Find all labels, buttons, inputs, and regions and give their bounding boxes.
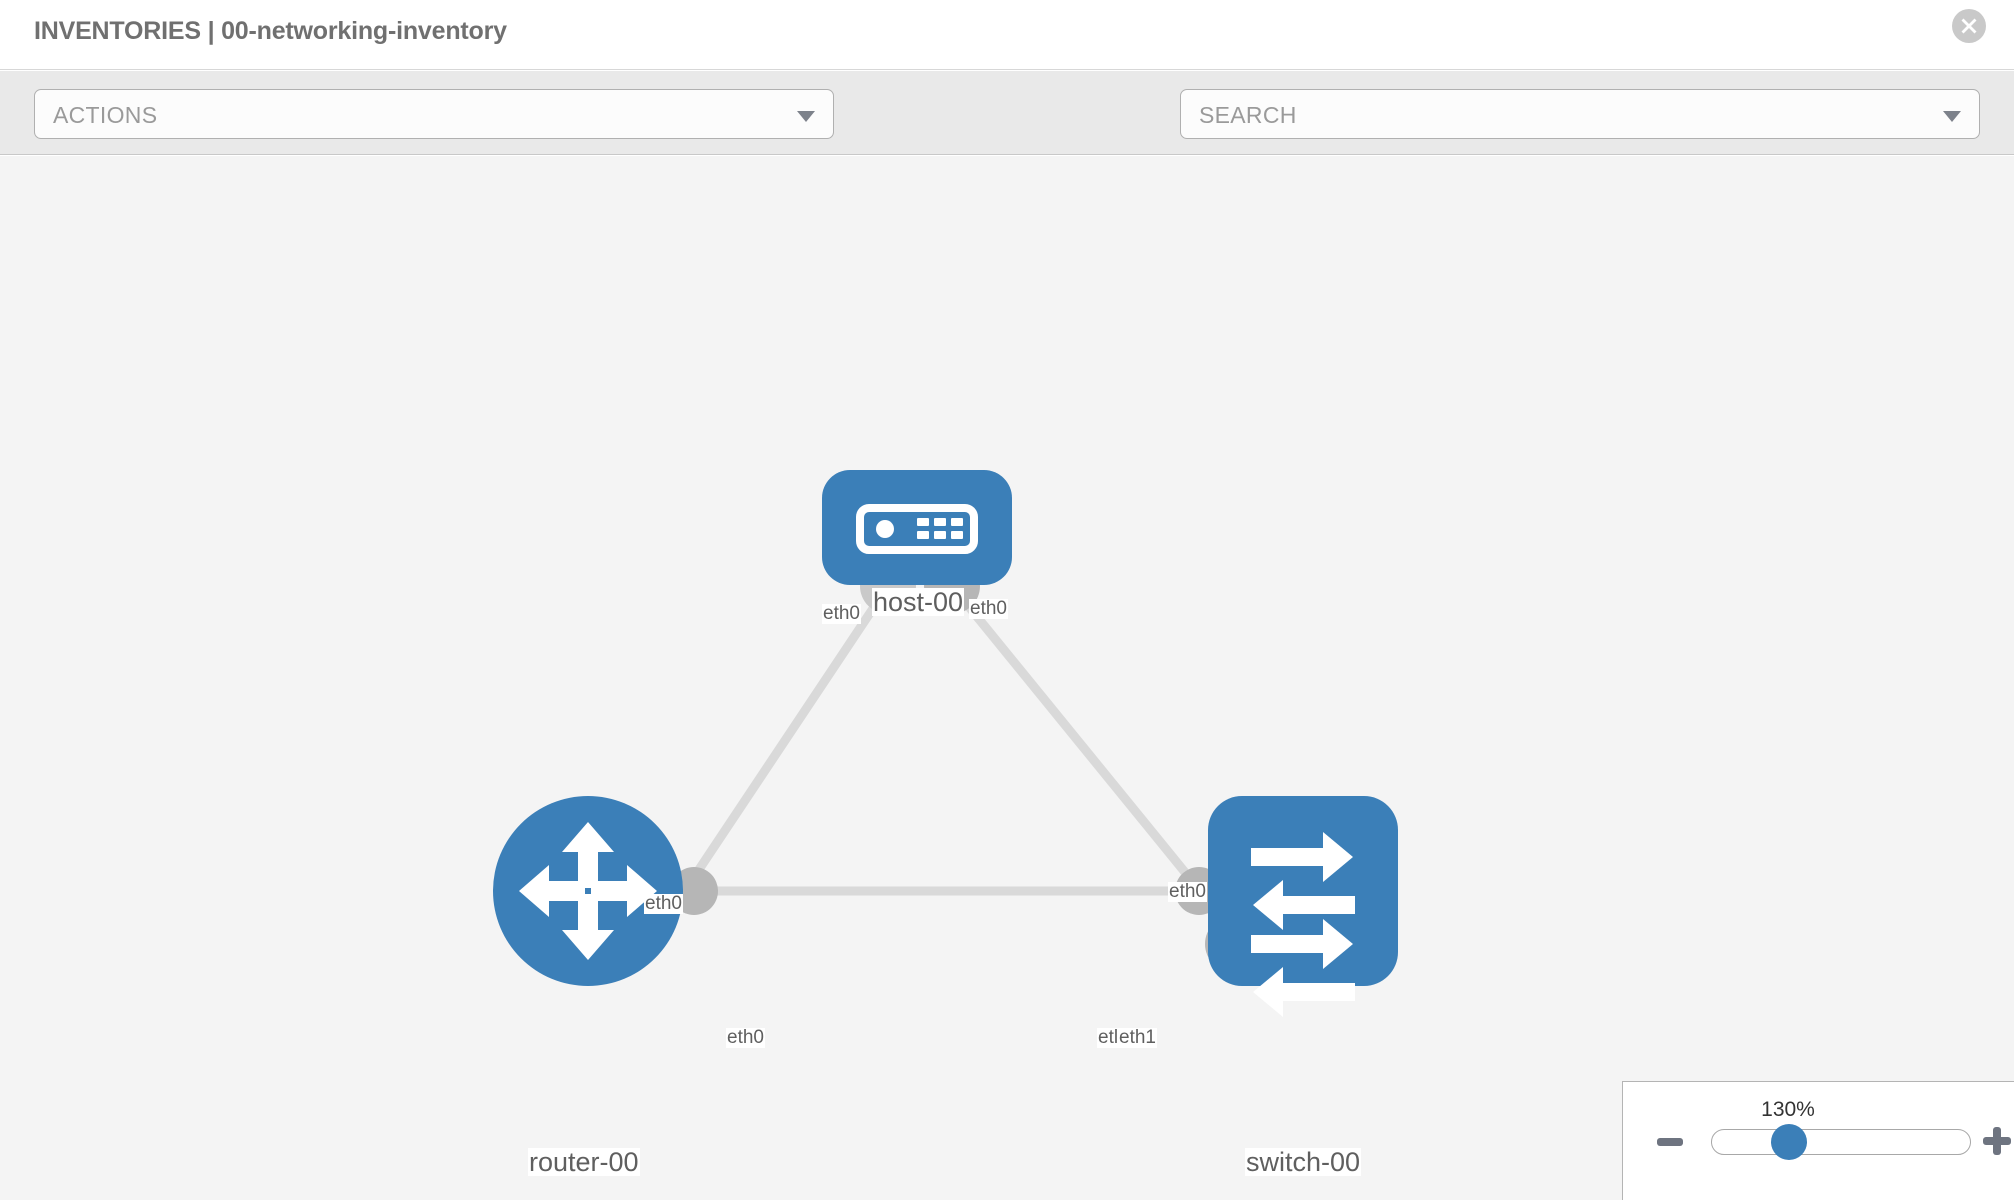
node-switch-00[interactable] — [1208, 796, 1398, 1017]
node-label-router-00: router-00 — [528, 1147, 640, 1177]
interface-label: etl — [1097, 1027, 1120, 1048]
topology-canvas[interactable]: host-00 router-00 switch-00 eth0 eth0 et… — [0, 156, 2014, 1200]
zoom-slider-thumb[interactable] — [1771, 1124, 1807, 1160]
zoom-out-button[interactable] — [1657, 1138, 1683, 1146]
interface-label: eth0 — [822, 603, 861, 624]
zoom-slider[interactable] — [1711, 1129, 1971, 1155]
node-label-switch-00: switch-00 — [1245, 1147, 1362, 1177]
interface-label: eth0 — [644, 893, 683, 914]
interface-label: eth0 — [969, 598, 1008, 619]
search-input[interactable]: SEARCH — [1180, 89, 1980, 139]
actions-dropdown[interactable]: ACTIONS — [34, 89, 834, 139]
toolbar: ACTIONS SEARCH — [0, 71, 2014, 207]
node-router-00[interactable] — [493, 796, 683, 986]
topology-graph — [493, 470, 1398, 1017]
chevron-down-icon — [797, 111, 815, 122]
zoom-in-button[interactable] — [1983, 1127, 2011, 1155]
node-label-host-00: host-00 — [872, 587, 965, 617]
zoom-percent-label: 130% — [1761, 1098, 1815, 1121]
actions-dropdown-label: ACTIONS — [53, 102, 158, 128]
chevron-down-icon — [1943, 111, 1961, 122]
header-bar: INVENTORIES | 00-networking-inventory — [0, 0, 2014, 70]
interface-label: eth0 — [1168, 881, 1207, 902]
interface-label: eth0 — [726, 1027, 765, 1048]
zoom-control-panel: 130% — [1622, 1081, 2014, 1200]
search-placeholder: SEARCH — [1199, 102, 1297, 128]
close-icon[interactable] — [1952, 9, 1986, 43]
interface-label: eth1 — [1118, 1027, 1157, 1048]
node-host-00[interactable] — [822, 470, 1012, 585]
page-title: INVENTORIES | 00-networking-inventory — [34, 17, 507, 45]
